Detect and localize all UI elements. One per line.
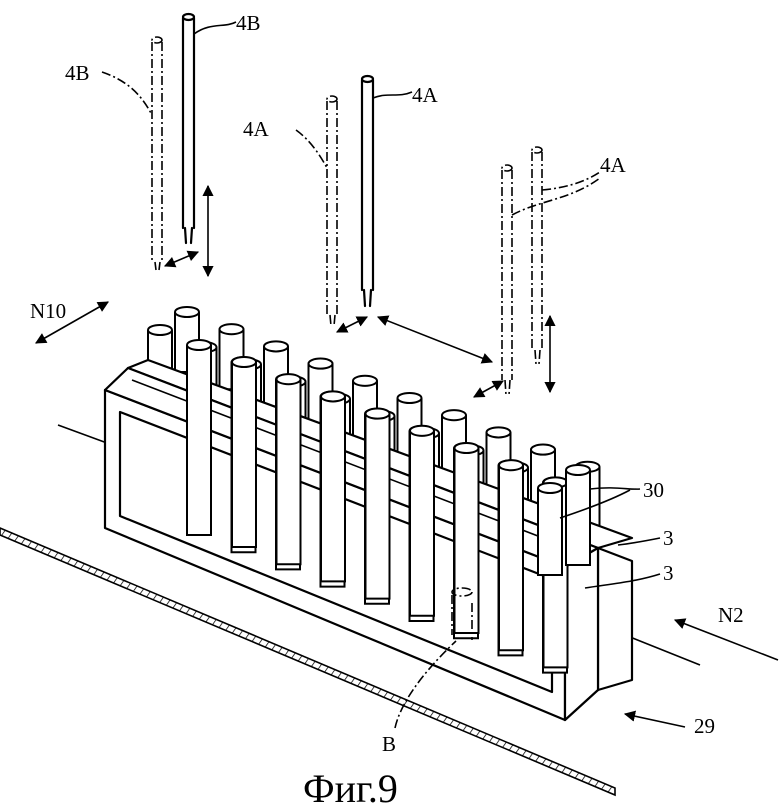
- label-n10: N10: [30, 299, 66, 323]
- rack-front-tube: [499, 460, 523, 650]
- rack-front-tube: [321, 391, 345, 581]
- label-4b-dashed: 4B: [65, 61, 90, 85]
- label-rack-front: 3: [663, 561, 674, 585]
- label-4b-solid: 4B: [236, 11, 261, 35]
- pipette-group-4a-center: [327, 76, 492, 362]
- pipette-4a-right-back: [532, 147, 542, 364]
- arrow-4b-lateral: [165, 252, 198, 266]
- pipette-group-4b: [152, 14, 208, 276]
- label-tubes-30: 30: [643, 478, 664, 502]
- rack-front-side: [565, 548, 598, 720]
- label-detail-b: B: [382, 732, 396, 756]
- pipette-4b-solid: [183, 14, 194, 243]
- label-n2: N2: [718, 603, 744, 627]
- arrow-4a-lateral: [337, 317, 367, 332]
- label-4a-right: 4A: [600, 153, 627, 177]
- pipette-4a-right-front: [502, 165, 512, 395]
- figure-caption: Фиг.9: [303, 766, 398, 811]
- rack-front-tube: [410, 426, 434, 616]
- rack-front-tube: [455, 443, 479, 633]
- arrow-4a-right-lateral: [474, 381, 503, 397]
- pipette-4a-dashed: [327, 96, 337, 326]
- rack-front-tube: [232, 357, 256, 547]
- rack-front-tube: [538, 483, 562, 575]
- label-conveyor-29: 29: [694, 714, 715, 738]
- label-4a-left: 4A: [243, 117, 270, 141]
- arrow-4a-transfer: [378, 317, 492, 362]
- pipette-4a-solid: [362, 76, 373, 306]
- pipette-4b-dashed: [152, 37, 162, 270]
- rack-front-tube: [366, 409, 390, 599]
- rack-front-tube: [277, 374, 301, 564]
- label-4a-center: 4A: [412, 83, 439, 107]
- label-rack-back: 3: [663, 526, 674, 550]
- conveyor-pointer-arrow: [625, 714, 685, 727]
- rack-front-tube: [187, 340, 211, 535]
